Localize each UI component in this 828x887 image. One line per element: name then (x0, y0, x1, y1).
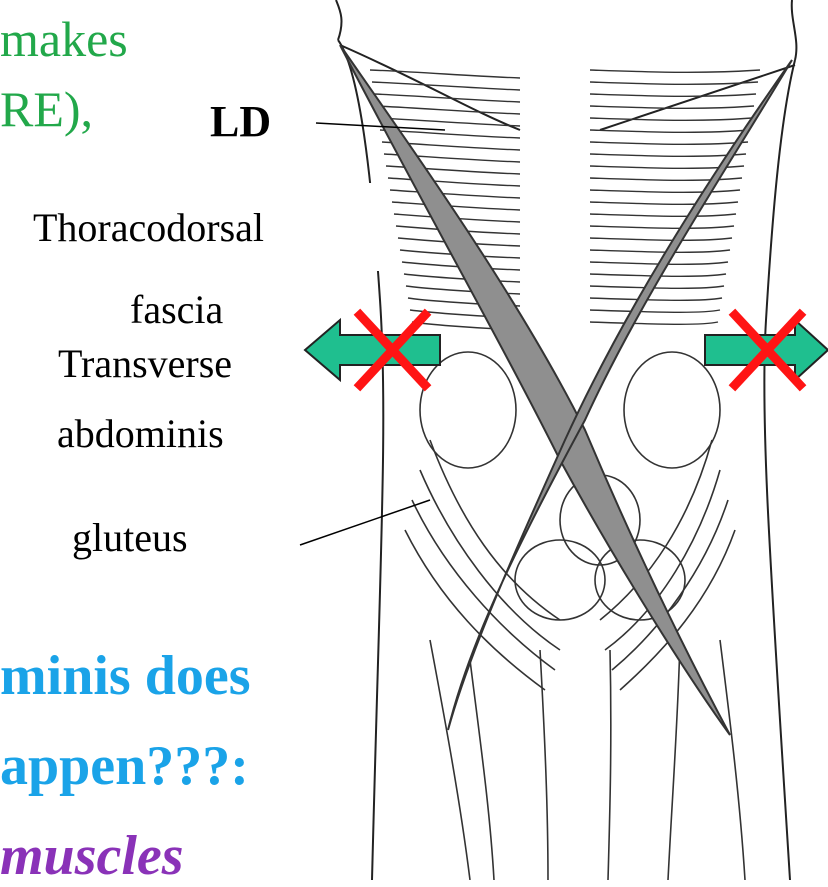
label-ld: LD (210, 100, 271, 144)
partial-green-text-line2: RE), (0, 84, 93, 134)
partial-green-text-line1: makes (0, 14, 128, 64)
crossed-muscle-x (340, 45, 792, 735)
partial-blue-text-line2: appen???: (0, 738, 249, 794)
partial-purple-text-line3: muscles (0, 828, 184, 884)
label-thoracodorsal: Thoracodorsal (33, 208, 264, 248)
label-box (295, 183, 383, 271)
partial-blue-text-line1: minis does (0, 648, 251, 704)
label-abdominis: abdominis (57, 414, 224, 454)
label-gluteus: gluteus (72, 518, 188, 558)
label-transverse: Transverse (58, 344, 232, 384)
ld-striations-right (590, 70, 760, 324)
label-fascia: fascia (130, 290, 223, 330)
